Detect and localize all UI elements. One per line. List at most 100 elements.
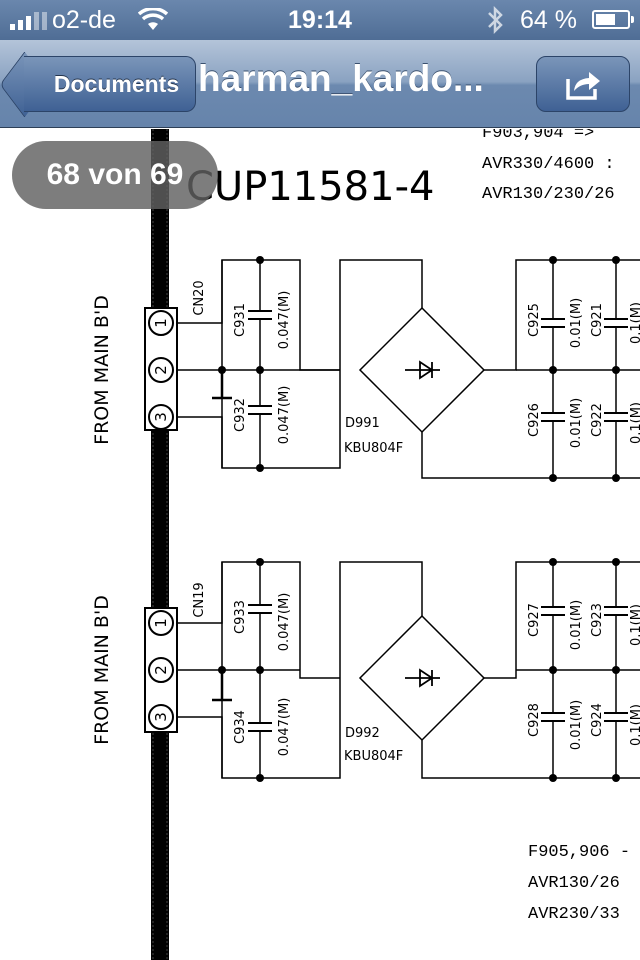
page-indicator: 68 von 69: [12, 141, 218, 209]
part-number: CUP11581-4: [186, 164, 434, 210]
schematic-shape: [405, 360, 440, 380]
battery-percentage: 64 %: [520, 6, 577, 34]
schematic-shape: [421, 432, 640, 479]
schematic-label: D992: [345, 726, 380, 741]
schematic-shape: [148, 310, 174, 336]
schematic-shape: [488, 5, 503, 35]
schematic-shape: [141, 13, 165, 21]
schematic-shape: [604, 412, 628, 422]
schematic-label: 0.01(M): [569, 700, 584, 750]
schematic-shape: [256, 774, 264, 782]
schematic-shape: [541, 412, 565, 422]
schematic-label: 0.1(M): [629, 302, 640, 344]
schematic-shape: [612, 666, 620, 674]
from-main-label-1: FROM MAIN B'D: [91, 295, 113, 445]
schematic-shape: [541, 712, 565, 722]
schematic-label: 0.1(M): [629, 402, 640, 444]
wifi-icon: [137, 6, 169, 39]
schematic-shape: [604, 712, 628, 722]
note-bottom-1: F905,906 -: [528, 843, 630, 862]
battery-icon: [592, 10, 634, 29]
schematic-shape: [256, 366, 264, 374]
schematic-label: C926: [527, 403, 542, 437]
schematic-label: 1: [152, 318, 170, 328]
schematic-shape: [484, 561, 640, 679]
schematic-shape: [148, 22, 158, 30]
schematic-label: C928: [527, 703, 542, 737]
schematic-shape: [137, 6, 169, 16]
schematic-label: 3: [152, 412, 170, 422]
schematic-label: C932: [233, 398, 248, 432]
schematic-label: 0.047(M): [277, 593, 292, 652]
navigation-bar: Documents harman_kardo...: [0, 40, 640, 128]
schematic-label: C923: [590, 603, 605, 637]
schematic-label: 0.01(M): [569, 398, 584, 448]
schematic-shape: [604, 318, 628, 328]
schematic-shape: [549, 474, 557, 482]
from-main-label-2: FROM MAIN B'D: [91, 595, 113, 745]
schematic-shape: [148, 657, 174, 683]
signal-strength-icon: [10, 12, 47, 30]
document-title: harman_kardo...: [198, 58, 484, 99]
schematic-label: 3: [152, 712, 170, 722]
schematic-shape: [248, 405, 272, 415]
schematic-shape: [549, 256, 557, 264]
schematic-label: 0.047(M): [277, 698, 292, 757]
schematic-shape: [212, 670, 232, 702]
schematic-shape: [148, 357, 174, 383]
schematic-label: C925: [527, 303, 542, 337]
schematic-label: KBU804F: [344, 441, 403, 456]
schematic-bus-bar: [151, 129, 169, 960]
share-icon: [566, 72, 600, 100]
schematic-label: 0.047(M): [277, 386, 292, 445]
schematic-label: C934: [233, 710, 248, 744]
carrier-name: o2-de: [52, 6, 116, 34]
schematic-shape: [484, 259, 640, 371]
share-button[interactable]: [536, 56, 630, 112]
schematic-shape: [256, 558, 264, 566]
status-time: 19:14: [288, 6, 352, 34]
schematic-label: KBU804F: [344, 749, 403, 764]
schematic-shape: [248, 604, 272, 614]
schematic-shape: [405, 668, 440, 688]
document-viewer[interactable]: CUP11581-4 F903,904 => AVR330/4600 : AVR…: [0, 129, 640, 960]
schematic-shape: [248, 722, 272, 732]
circuit-block-1: FROM MAIN B'D 1 2 3 CN20: [91, 256, 640, 482]
schematic-label: 2: [152, 365, 170, 375]
schematic-shape: [256, 666, 264, 674]
schematic-shape: [148, 610, 174, 636]
schematic-shape: [541, 318, 565, 328]
schematic-label: C921: [590, 303, 605, 337]
schematic-shape: [612, 774, 620, 782]
note-top-1: F903,904 =>: [482, 129, 594, 143]
schematic-label: 0.01(M): [569, 298, 584, 348]
circuit-block-2: FROM MAIN B'D 1 2 3 CN19 C933: [91, 558, 640, 782]
schematic-label: C933: [233, 600, 248, 634]
schematic-shape: [256, 256, 264, 264]
schematic-shape: [549, 666, 557, 674]
status-bar: o2-de 19:14 64 %: [0, 0, 640, 40]
schematic-shape: [256, 464, 264, 472]
schematic-shape: [248, 310, 272, 320]
schematic-shape: [541, 606, 565, 616]
schematic-shape: [549, 366, 557, 374]
schematic-shape: [212, 370, 232, 400]
schematic-shape: [148, 704, 174, 730]
schematic-label: 0.047(M): [277, 291, 292, 350]
back-button[interactable]: Documents: [24, 56, 196, 112]
schematic-shape: [177, 561, 340, 679]
schematic-shape: [612, 474, 620, 482]
schematic-label: C931: [233, 303, 248, 337]
schematic-shape: [549, 558, 557, 566]
connector-label-1: CN20: [192, 280, 207, 315]
schematic-shape: [612, 558, 620, 566]
note-top-3: AVR130/230/26: [482, 185, 615, 204]
schematic-label: D991: [345, 416, 380, 431]
schematic-label: 0.1(M): [629, 604, 640, 646]
battery-level: [596, 14, 615, 25]
schematic-shape: [612, 256, 620, 264]
schematic-shape: [552, 260, 617, 478]
schematic-drawing: CUP11581-4 F903,904 => AVR330/4600 : AVR…: [91, 129, 640, 960]
schematic-label: 0.01(M): [569, 600, 584, 650]
schematic-shape: [604, 606, 628, 616]
